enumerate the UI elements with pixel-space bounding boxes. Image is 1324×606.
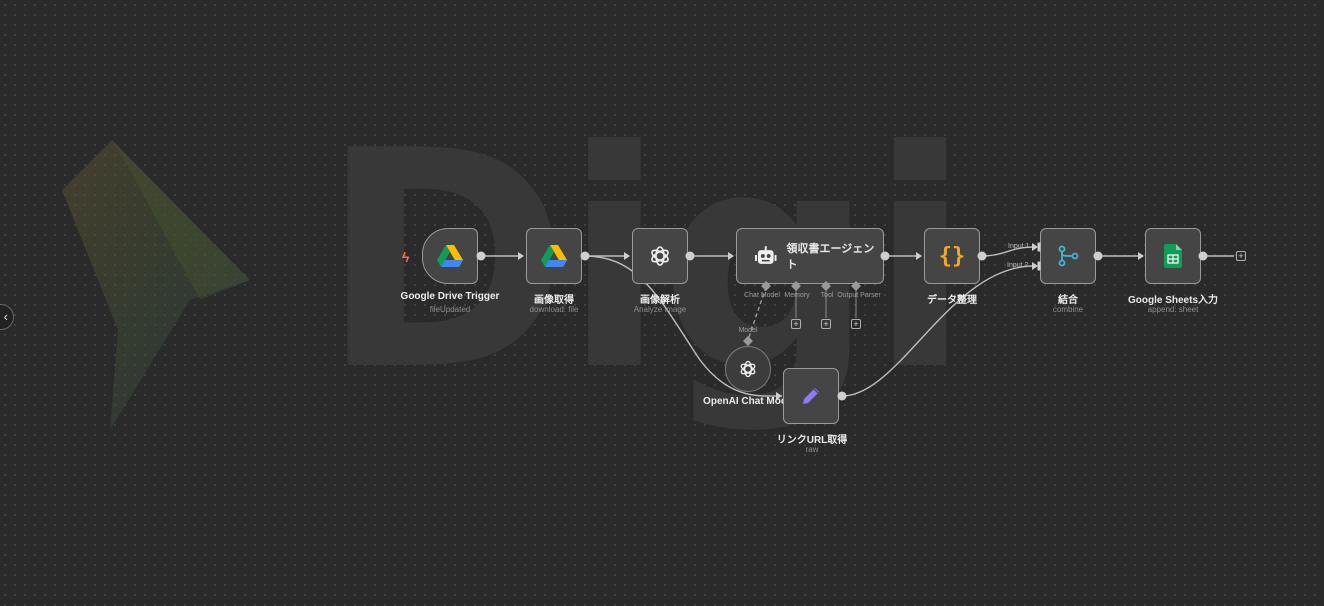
node-subtitle: raw	[805, 445, 819, 454]
node-merge[interactable]	[1040, 228, 1096, 284]
node-receipt-agent[interactable]: 領収書エージェント	[736, 228, 884, 284]
openai-icon	[651, 246, 669, 266]
output-port[interactable]	[685, 251, 695, 261]
node-data-format[interactable]: {}	[924, 228, 980, 284]
node-link-url[interactable]	[783, 368, 839, 424]
node-subtitle: append: sheet	[1147, 305, 1199, 314]
edge-data-to-merge[interactable]	[981, 246, 1035, 257]
openai-icon	[740, 360, 756, 378]
node-image-analyze[interactable]	[632, 228, 688, 284]
output-port[interactable]	[476, 251, 486, 261]
output-port[interactable]	[880, 251, 890, 261]
add-tool-button[interactable]: +	[821, 319, 831, 329]
output-port[interactable]	[1093, 251, 1103, 261]
node-subtitle: combine	[1052, 305, 1084, 314]
robot-icon	[755, 246, 777, 264]
output-port[interactable]	[580, 251, 590, 261]
node-image-get[interactable]	[526, 228, 582, 284]
port-label: Memory	[784, 292, 810, 299]
node-google-sheets[interactable]	[1145, 228, 1201, 284]
port-label: Chat Model	[744, 292, 780, 299]
output-port[interactable]	[1198, 251, 1208, 261]
input-label: Input 2	[1007, 262, 1029, 269]
node-title: OpenAI Chat Mod	[703, 396, 787, 407]
input-port-1[interactable]	[1037, 242, 1041, 252]
code-braces-icon: {}	[938, 243, 966, 269]
node-google-drive-trigger[interactable]	[422, 228, 478, 284]
node-title: Google Sheets入力	[1127, 295, 1219, 306]
google-sheets-icon	[1164, 244, 1182, 268]
node-subtitle: fileUpdated	[429, 305, 471, 314]
output-port[interactable]	[837, 391, 847, 401]
node-title: 画像解析	[640, 295, 680, 306]
edge-link-to-merge[interactable]	[841, 265, 1035, 397]
pencil-icon	[803, 388, 819, 404]
node-openai-chat-model[interactable]	[725, 346, 771, 392]
merge-icon	[1058, 245, 1079, 267]
node-title: 画像取得	[534, 295, 574, 306]
node-subtitle: download: file	[529, 305, 579, 314]
node-subtitle: Analyze image	[633, 305, 687, 314]
node-title: 結合	[1058, 295, 1078, 306]
trigger-bolt-icon: ϟ	[402, 249, 410, 265]
output-port[interactable]	[977, 251, 987, 261]
add-output-parser-button[interactable]: +	[851, 319, 861, 329]
node-title: Google Drive Trigger	[400, 291, 500, 302]
add-memory-button[interactable]: +	[791, 319, 801, 329]
node-title: 領収書エージェント	[786, 243, 875, 271]
google-drive-icon	[541, 245, 567, 267]
input-port-2[interactable]	[1037, 261, 1041, 271]
add-next-node-button[interactable]: +	[1236, 251, 1246, 261]
google-drive-icon	[437, 245, 463, 267]
edge-image-get-to-link-url[interactable]	[584, 255, 783, 397]
port-label: Model	[738, 327, 758, 334]
port-label: Tool	[820, 292, 834, 299]
port-label: Output Parser	[837, 292, 881, 299]
node-title: リンクURL取得	[776, 435, 848, 446]
input-label: Input 1	[1008, 243, 1030, 250]
node-title: データ整理	[927, 295, 977, 306]
edge-model-to-agent[interactable]	[747, 286, 767, 341]
